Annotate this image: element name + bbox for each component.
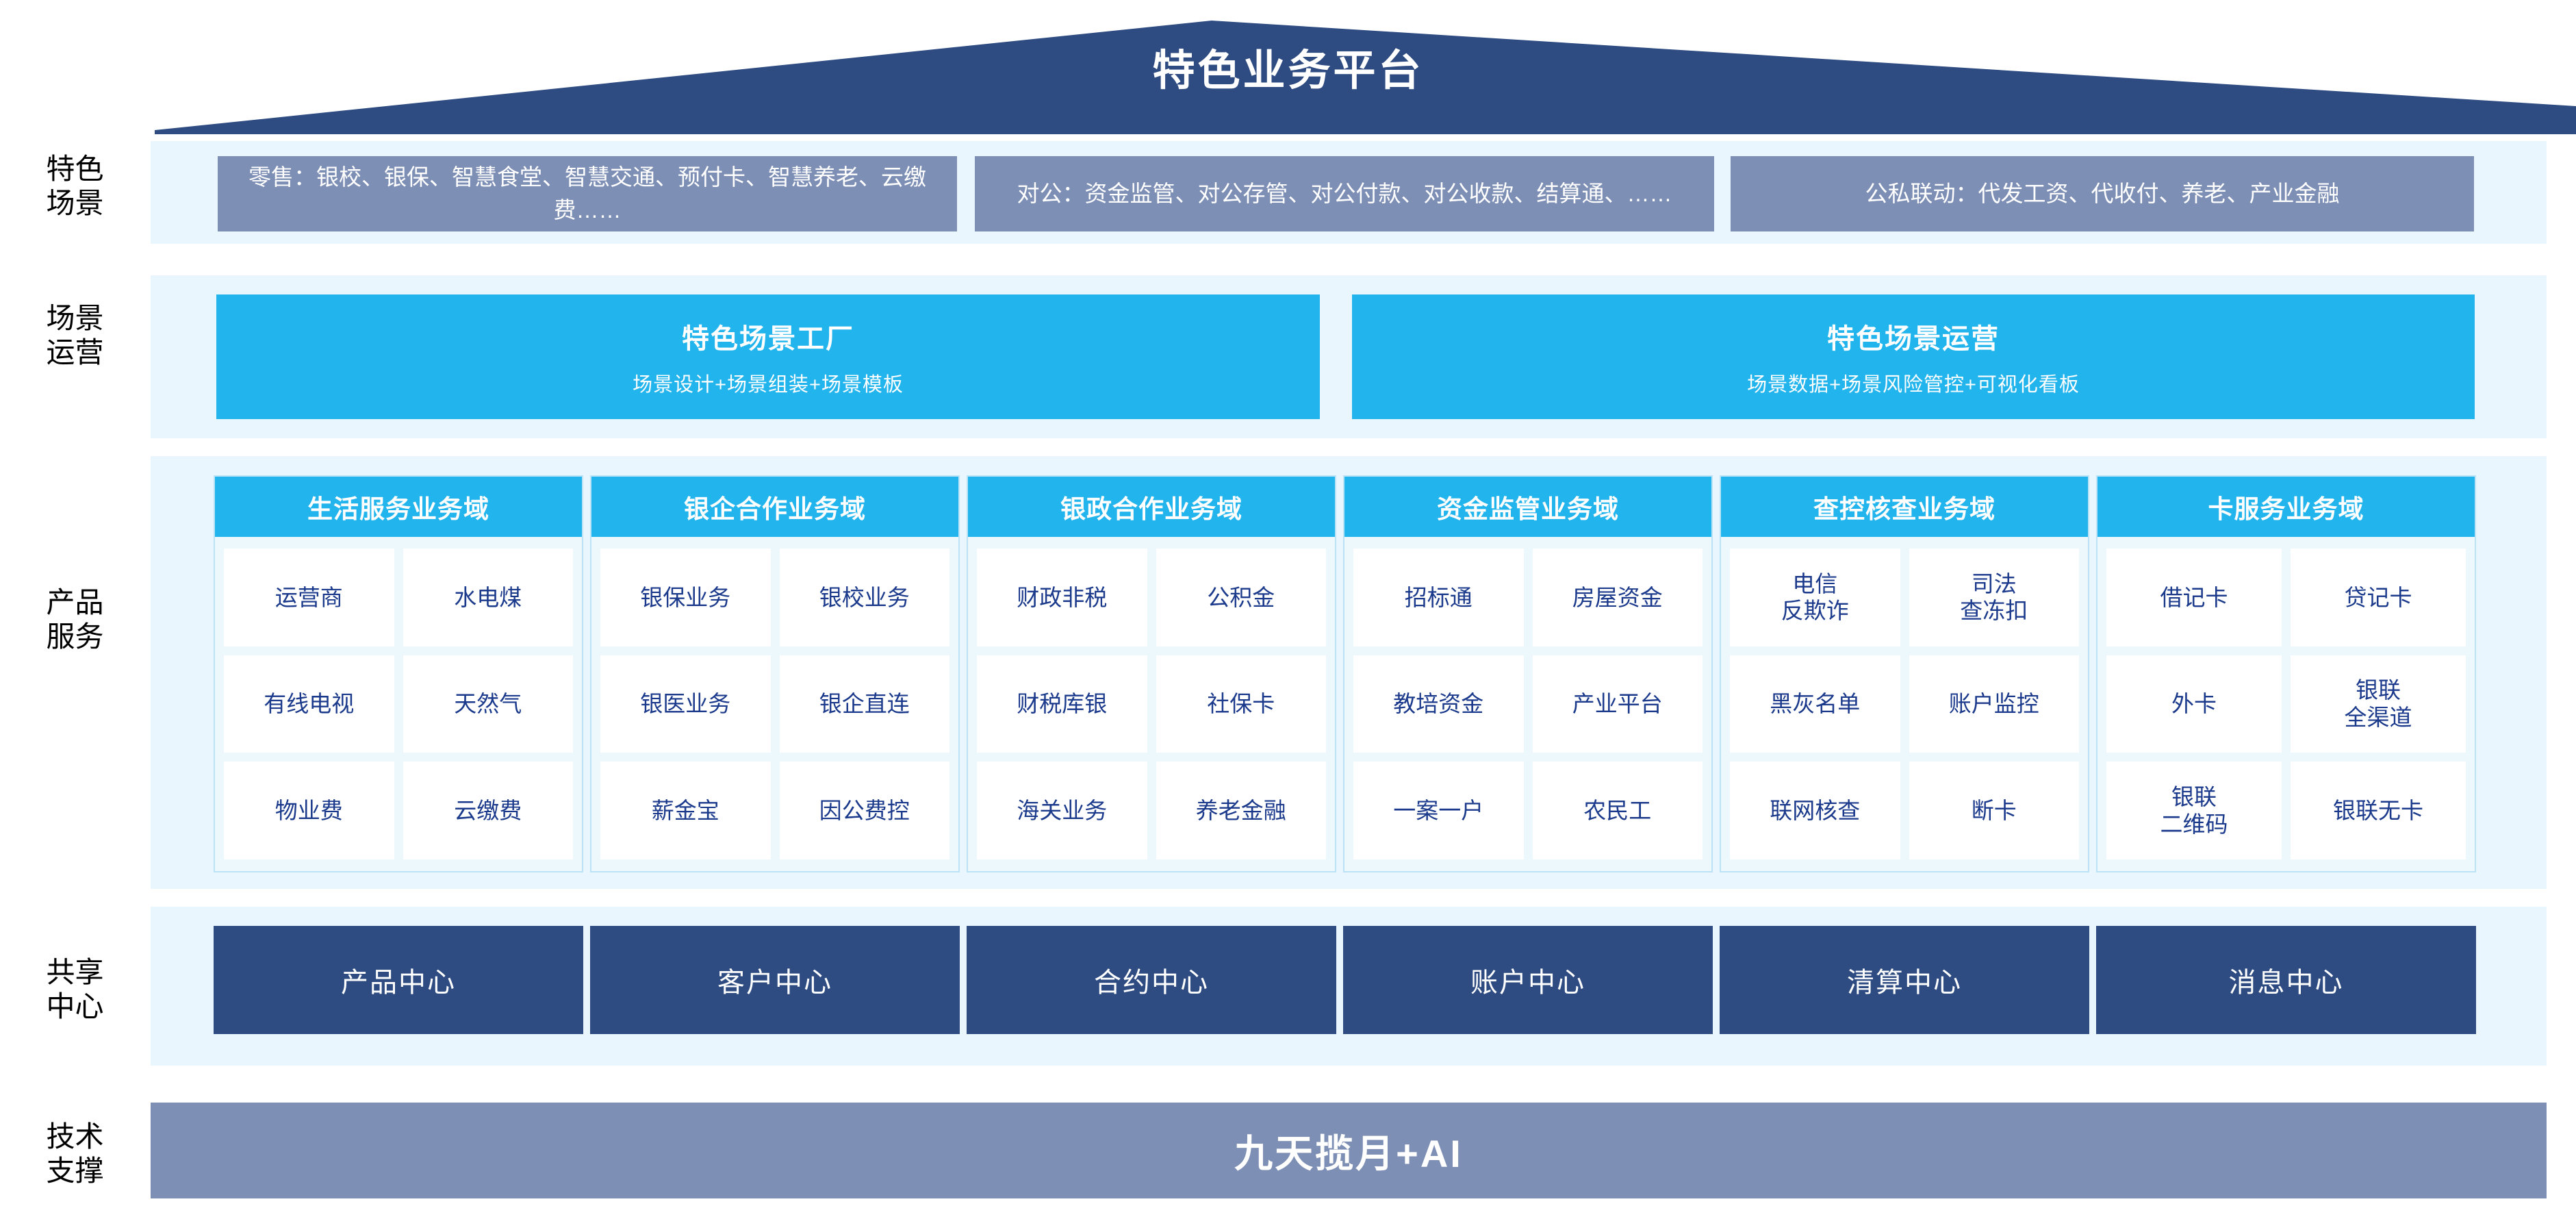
- domain-column-2-chips: 银保业务银校业务银医业务银企直连薪金宝因公费控: [591, 537, 958, 871]
- domain-chip[interactable]: 招标通: [1353, 549, 1524, 646]
- domain-chip[interactable]: 教培资金: [1353, 655, 1524, 753]
- domain-chip[interactable]: 物业费: [224, 762, 394, 859]
- banner-roof-shape: [155, 21, 2576, 134]
- shared-center-box-3[interactable]: 合约中心: [967, 926, 1336, 1034]
- domain-chip[interactable]: 公积金: [1156, 549, 1326, 646]
- shared-center-box-5[interactable]: 清算中心: [1720, 926, 2089, 1034]
- domain-chip[interactable]: 银保业务: [600, 549, 771, 646]
- domain-chip[interactable]: 因公费控: [779, 762, 949, 859]
- domain-chip[interactable]: 养老金融: [1156, 762, 1326, 859]
- domain-chip[interactable]: 财税库银: [977, 655, 1147, 753]
- domain-chip[interactable]: 海关业务: [977, 762, 1147, 859]
- row-label-product: 产品 服务: [15, 575, 135, 664]
- domain-column-5: 查控核查业务域电信 反欺诈司法 查冻扣黑灰名单账户监控联网核查断卡: [1720, 475, 2089, 872]
- shared-center-box-4[interactable]: 账户中心: [1343, 926, 1713, 1034]
- domain-chip[interactable]: 银校业务: [779, 549, 949, 646]
- shared-center-box-1[interactable]: 产品中心: [214, 926, 583, 1034]
- domain-column-4-chips: 招标通房屋资金教培资金产业平台一案一户农民工: [1344, 537, 1711, 871]
- domain-chip[interactable]: 农民工: [1532, 762, 1703, 859]
- domain-column-1-chips: 运营商水电煤有线电视天然气物业费云缴费: [215, 537, 582, 871]
- row-label-tech: 技术 支撑: [15, 1109, 135, 1198]
- domain-chip[interactable]: 云缴费: [403, 762, 573, 859]
- domain-chip[interactable]: 银联 全渠道: [2291, 655, 2466, 753]
- operation-box-factory[interactable]: 特色场景工厂 场景设计+场景组装+场景模板: [216, 294, 1320, 419]
- domain-column-4: 资金监管业务域招标通房屋资金教培资金产业平台一案一户农民工: [1343, 475, 1713, 872]
- domain-chip[interactable]: 一案一户: [1353, 762, 1524, 859]
- row-label-tech-text: 技术 支撑: [46, 1120, 104, 1187]
- domain-chip[interactable]: 外卡: [2106, 655, 2282, 753]
- domain-chip[interactable]: 银联 二维码: [2106, 762, 2282, 859]
- domain-column-1-title: 生活服务业务域: [215, 477, 582, 537]
- domain-chip[interactable]: 薪金宝: [600, 762, 771, 859]
- scenario-box-linkage[interactable]: 公私联动：代发工资、代收付、养老、产业金融: [1731, 156, 2474, 231]
- scenario-box-retail-text: 零售：银校、银保、智慧食堂、智慧交通、预付卡、智慧养老、云缴费……: [248, 164, 926, 223]
- scenario-box-corporate[interactable]: 对公：资金监管、对公存管、对公付款、对公收款、结算通、……: [975, 156, 1714, 231]
- domain-chip[interactable]: 借记卡: [2106, 549, 2282, 646]
- domain-chip[interactable]: 断卡: [1909, 762, 2079, 859]
- domain-chip[interactable]: 黑灰名单: [1730, 655, 1900, 753]
- tech-support-label: 九天揽月+AI: [1234, 1131, 1463, 1175]
- operation-factory-title: 特色场景工厂: [682, 324, 854, 354]
- domain-chip[interactable]: 天然气: [403, 655, 573, 753]
- row-label-product-text: 产品 服务: [46, 586, 104, 653]
- domain-column-3: 银政合作业务域财政非税公积金财税库银社保卡海关业务养老金融: [967, 475, 1336, 872]
- domain-chip[interactable]: 社保卡: [1156, 655, 1326, 753]
- domain-chip[interactable]: 房屋资金: [1532, 549, 1703, 646]
- domain-column-3-title: 银政合作业务域: [968, 477, 1335, 537]
- row-label-operation-text: 场景 运营: [46, 302, 104, 368]
- domain-column-4-title: 资金监管业务域: [1344, 477, 1711, 537]
- platform-banner: 特色业务平台: [0, 0, 2576, 140]
- tech-support-bar[interactable]: 九天揽月+AI: [151, 1103, 2547, 1198]
- domain-column-2: 银企合作业务域银保业务银校业务银医业务银企直连薪金宝因公费控: [590, 475, 960, 872]
- domain-chip[interactable]: 银企直连: [779, 655, 949, 753]
- domain-chip[interactable]: 账户监控: [1909, 655, 2079, 753]
- domain-chip[interactable]: 运营商: [224, 549, 394, 646]
- operation-ops-title: 特色场景运营: [1827, 324, 2000, 354]
- domain-chip[interactable]: 司法 查冻扣: [1909, 549, 2079, 646]
- domain-column-6-title: 卡服务业务域: [2097, 477, 2475, 537]
- domain-column-2-title: 银企合作业务域: [591, 477, 958, 537]
- domain-chip[interactable]: 银联无卡: [2291, 762, 2466, 859]
- scenario-box-retail[interactable]: 零售：银校、银保、智慧食堂、智慧交通、预付卡、智慧养老、云缴费……: [218, 156, 957, 231]
- domain-column-3-chips: 财政非税公积金财税库银社保卡海关业务养老金融: [968, 537, 1335, 871]
- domain-chip[interactable]: 产业平台: [1532, 655, 1703, 753]
- row-label-scenario-text: 特色 场景: [46, 153, 104, 219]
- operation-factory-subtitle: 场景设计+场景组装+场景模板: [633, 374, 904, 396]
- domain-column-5-chips: 电信 反欺诈司法 查冻扣黑灰名单账户监控联网核查断卡: [1721, 537, 2088, 871]
- domain-column-6-chips: 借记卡贷记卡外卡银联 全渠道银联 二维码银联无卡: [2097, 537, 2475, 871]
- shared-center-box-2[interactable]: 客户中心: [590, 926, 960, 1034]
- domain-chip[interactable]: 联网核查: [1730, 762, 1900, 859]
- row-label-operation: 场景 运营: [15, 281, 135, 390]
- row-label-shared: 共享 中心: [15, 945, 135, 1034]
- scenario-box-corporate-text: 对公：资金监管、对公存管、对公付款、对公收款、结算通、……: [1017, 181, 1672, 207]
- operation-box-ops[interactable]: 特色场景运营 场景数据+场景风险管控+可视化看板: [1352, 294, 2475, 419]
- row-label-shared-text: 共享 中心: [46, 956, 104, 1022]
- domain-chip[interactable]: 贷记卡: [2291, 549, 2466, 646]
- domain-column-5-title: 查控核查业务域: [1721, 477, 2088, 537]
- shared-center-box-6[interactable]: 消息中心: [2096, 926, 2476, 1034]
- domain-chip[interactable]: 财政非税: [977, 549, 1147, 646]
- domain-chip[interactable]: 有线电视: [224, 655, 394, 753]
- operation-ops-subtitle: 场景数据+场景风险管控+可视化看板: [1747, 374, 2080, 396]
- domain-chip[interactable]: 水电煤: [403, 549, 573, 646]
- row-label-scenario: 特色 场景: [15, 141, 135, 231]
- domain-chip[interactable]: 电信 反欺诈: [1730, 549, 1900, 646]
- domain-column-6: 卡服务业务域借记卡贷记卡外卡银联 全渠道银联 二维码银联无卡: [2096, 475, 2476, 872]
- domain-column-1: 生活服务业务域运营商水电煤有线电视天然气物业费云缴费: [214, 475, 583, 872]
- page-title: 特色业务平台: [1152, 47, 1424, 95]
- scenario-box-linkage-text: 公私联动：代发工资、代收付、养老、产业金融: [1865, 181, 2340, 207]
- domain-chip[interactable]: 银医业务: [600, 655, 771, 753]
